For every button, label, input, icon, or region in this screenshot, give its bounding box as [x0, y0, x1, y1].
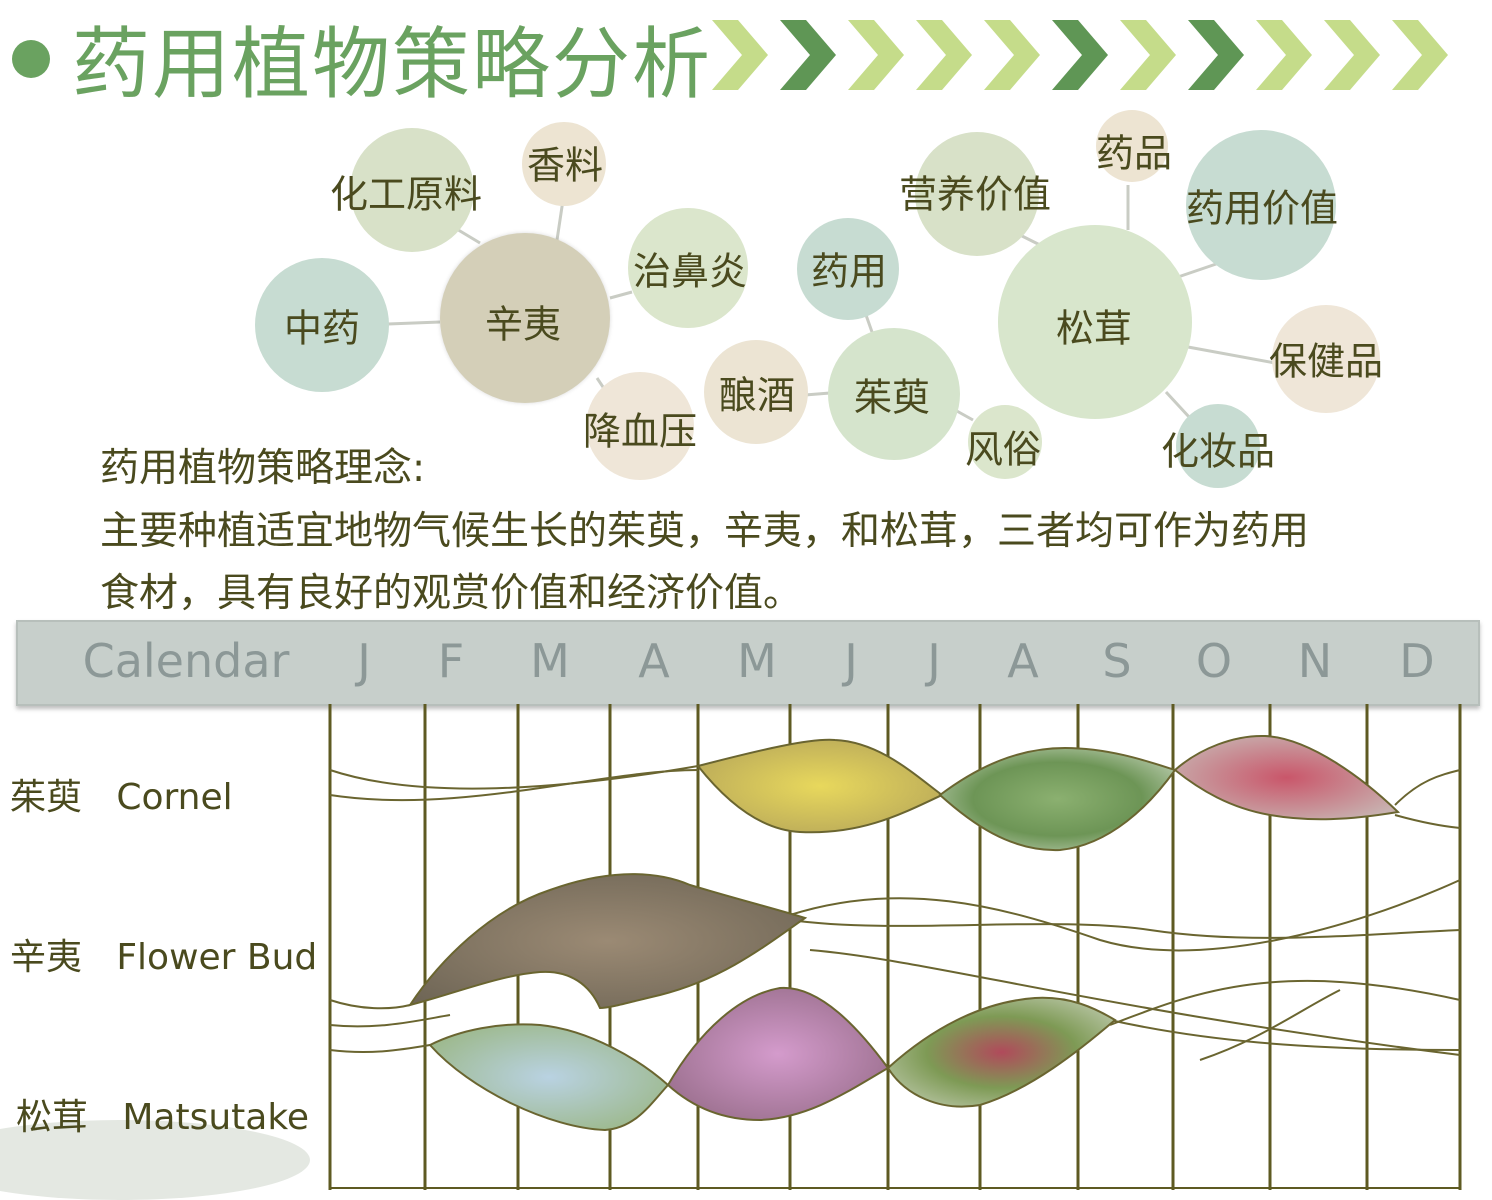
bubble-xiangliao [522, 122, 606, 206]
link-huagong-xinyi [454, 226, 481, 245]
label-niangjiu: 酿酒 [718, 373, 796, 418]
bubble-songrong [998, 225, 1192, 419]
concept-heading: 药用植物策略理念: [100, 446, 426, 491]
row-label-cornel: 茱萸 Cornel [10, 777, 233, 818]
month-label-sep: S [1102, 634, 1132, 688]
label-baojianpin: 保健品 [1268, 339, 1384, 384]
month-label-jun: J [844, 634, 858, 688]
bubble-yingyang [915, 132, 1039, 256]
label-zhuyu: 茱萸 [853, 375, 931, 420]
bubble-yaoyong [797, 218, 899, 320]
label-zhibiyan: 治鼻炎 [632, 249, 748, 294]
calendar-header-bar [16, 620, 1480, 706]
row-label-flower-bud: 辛夷 Flower Bud [10, 937, 318, 978]
hill-decoration [0, 1120, 310, 1200]
flower-bud-flow-lines [329, 879, 1461, 1056]
label-yaoyongjiazhi: 药用价值 [1185, 186, 1339, 231]
chevron-arrow-icon [1392, 20, 1448, 90]
chevron-arrow-icon [916, 20, 972, 90]
month-label-apr: A [638, 634, 670, 688]
label-xiangliao: 香料 [526, 143, 604, 188]
month-label-dec: D [1399, 634, 1435, 688]
link-baojianpin-songrong [1187, 345, 1276, 365]
label-huagong: 化工原料 [329, 172, 483, 217]
link-xiangliao-xinyi [555, 199, 565, 241]
label-fengsu: 风俗 [964, 427, 1042, 472]
link-niangjiu-zhuyu [804, 391, 831, 397]
page-title: 药用植物策略分析 [72, 20, 713, 110]
bubble-fengsu [968, 405, 1042, 479]
bubble-niangjiu [704, 340, 808, 444]
month-label-may: M [737, 634, 777, 688]
month-label-feb: F [437, 634, 465, 688]
bubble-yaopin [1096, 110, 1168, 182]
matsutake-berry-leaf [886, 996, 1117, 1108]
concept-line-2: 食材，具有良好的观赏价值和经济价值。 [100, 571, 803, 616]
month-label-aug: A [1007, 634, 1039, 688]
bubble-zhongyao [255, 258, 389, 392]
bubble-huazhuangpin [1176, 404, 1260, 488]
label-yaoyong: 药用 [810, 249, 888, 294]
cornel-flow-lines [329, 765, 1461, 829]
chevron-arrow-icon [1120, 20, 1176, 90]
label-yingyang: 营养价值 [898, 172, 1052, 217]
flower-bud-leaf [407, 873, 808, 1010]
link-huazhuangpin-songrong [1164, 390, 1192, 420]
chevron-arrows-decoration [712, 20, 1448, 90]
label-zhongyao: 中药 [283, 306, 361, 351]
label-jiangxueya: 降血压 [582, 409, 698, 454]
bubble-baojianpin [1272, 305, 1380, 413]
chevron-arrow-icon [1188, 20, 1244, 90]
link-zhibiyan-xinyi [609, 290, 633, 300]
title-bullet-dot [12, 40, 50, 78]
cornel-fruit-red-leaf [1173, 734, 1401, 821]
label-huazhuangpin: 化妆品 [1160, 429, 1276, 474]
bubble-jiangxueya [586, 372, 694, 480]
label-songrong: 松茸 [1055, 306, 1133, 351]
link-fengsu-zhuyu [954, 408, 974, 422]
label-xinyi: 辛夷 [484, 302, 562, 347]
matsutake-blossom-leaf [666, 986, 890, 1122]
cornel-flower-leaf [696, 738, 944, 834]
chevron-arrow-icon [848, 20, 904, 90]
bubble-huagong [350, 128, 474, 252]
matsutake-flow-lines [329, 979, 1461, 1061]
chevron-arrow-icon [780, 20, 836, 90]
month-label-oct: O [1195, 634, 1233, 688]
month-label-jan: J [357, 634, 371, 688]
cornel-fruit-green-leaf [938, 746, 1177, 852]
month-label-mar: M [530, 634, 570, 688]
bubble-yaoyongjiazhi [1186, 130, 1336, 280]
bubble-zhibiyan [628, 208, 748, 328]
chevron-arrow-icon [1256, 20, 1312, 90]
row-label-matsutake: 松茸 Matsutake [16, 1097, 310, 1138]
calendar-title: Calendar [82, 634, 290, 688]
month-label-nov: N [1297, 634, 1333, 688]
label-yaopin: 药品 [1095, 131, 1173, 176]
chevron-arrow-icon [1324, 20, 1380, 90]
concept-line-1: 主要种植适宜地物气候生长的茱萸，辛夷，和松茸，三者均可作为药用 [100, 509, 1310, 554]
chevron-arrow-icon [712, 20, 768, 90]
matsutake-bud-sky-leaf [428, 1023, 670, 1132]
link-zhongyao-xinyi [387, 320, 441, 326]
chevron-arrow-icon [984, 20, 1040, 90]
bubble-zhuyu [828, 328, 960, 460]
bubble-xinyi [440, 233, 610, 403]
link-yaoyong-zhuyu [864, 314, 874, 333]
month-label-jul: J [927, 634, 941, 688]
chevron-arrow-icon [1052, 20, 1108, 90]
